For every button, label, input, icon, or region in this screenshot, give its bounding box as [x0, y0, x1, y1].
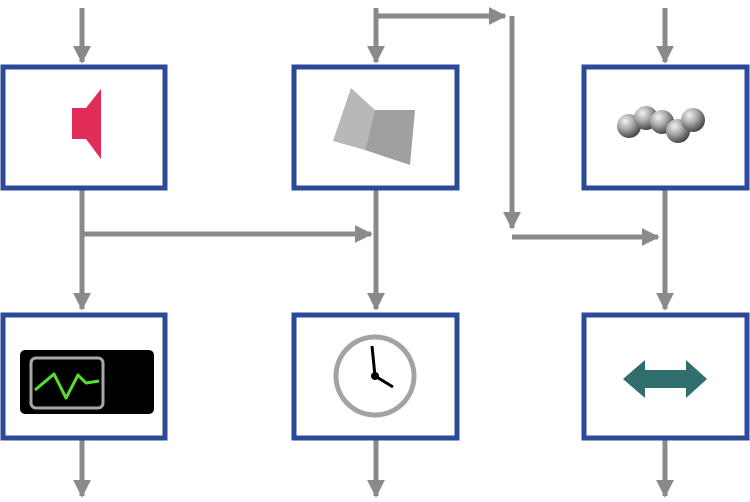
oscilloscope-icon — [20, 350, 154, 414]
speaker-icon — [72, 89, 101, 159]
geometry-icon — [333, 88, 415, 165]
double-arrow-icon — [623, 360, 707, 398]
clock-icon — [333, 334, 417, 418]
connectors — [73, 7, 674, 498]
molecule-icon — [617, 106, 705, 143]
blocks — [0, 64, 750, 441]
